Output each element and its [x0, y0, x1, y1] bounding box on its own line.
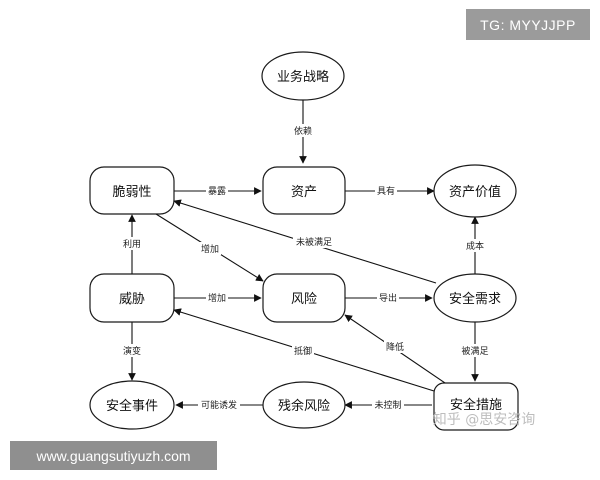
node-security-measures: 安全措施	[433, 382, 519, 431]
node-label-asset-value: 资产价值	[449, 184, 501, 200]
edge-exposes: 暴露	[174, 184, 262, 197]
node-risk: 风险	[262, 273, 346, 323]
node-label-business-strategy: 业务战略	[277, 69, 329, 85]
edge-label-resists: 抵御	[294, 345, 312, 357]
edge-has: 具有	[345, 184, 435, 197]
tag-banner: TG: MYYJJPP	[466, 9, 590, 40]
node-threat: 威胁	[89, 273, 175, 323]
node-label-threat: 威胁	[119, 292, 145, 307]
edge-satisfied: 被满足	[459, 322, 491, 382]
node-label-residual-risk: 残余风险	[278, 398, 330, 414]
edge-increases-vuln: 增加	[155, 213, 264, 282]
node-label-security-incident: 安全事件	[106, 398, 158, 414]
site-url-banner: www.guangsutiyuzh.com	[10, 441, 217, 470]
node-residual-risk: 残余风险	[262, 381, 346, 429]
edge-label-cost: 成本	[466, 240, 484, 252]
edge-label-exploits: 利用	[123, 238, 141, 250]
node-label-security-requirement: 安全需求	[449, 291, 501, 307]
edge-label-uncontrolled: 未控制	[374, 399, 401, 411]
edge-label-evolves: 演变	[123, 345, 141, 357]
edge-label-depends: 依赖	[294, 125, 312, 137]
edge-resists: 抵御	[173, 308, 435, 392]
edge-depends: 依赖	[292, 100, 314, 164]
node-label-security-measures: 安全措施	[450, 397, 502, 413]
edge-label-may-induce: 可能诱发	[201, 399, 237, 411]
edge-label-increases-threat: 增加	[208, 292, 226, 304]
edge-unmet: 未被满足	[173, 199, 437, 284]
edge-evolves: 演变	[121, 322, 143, 381]
watermark: 知乎 @思安咨询	[433, 411, 535, 428]
edge-exploits: 利用	[121, 214, 143, 274]
node-security-incident: 安全事件	[89, 380, 175, 430]
edge-label-derives: 导出	[379, 292, 397, 304]
nodes: 业务战略 脆弱性 资产 资产价值 威胁 风险 安全需求 安全事件	[89, 51, 519, 431]
edge-derives: 导出	[345, 291, 433, 304]
edge-label-has: 具有	[377, 185, 395, 197]
edge-label-satisfied: 被满足	[461, 345, 488, 357]
edge-cost: 成本	[464, 216, 486, 274]
node-vulnerability: 脆弱性	[89, 166, 175, 215]
edge-label-reduces: 降低	[386, 341, 404, 353]
node-label-asset: 资产	[291, 185, 317, 200]
edge-reduces: 降低	[344, 314, 449, 386]
edge-uncontrolled: 未控制	[344, 398, 432, 411]
node-label-risk: 风险	[291, 292, 317, 307]
node-label-vulnerability: 脆弱性	[112, 184, 151, 200]
node-asset-value: 资产价值	[433, 164, 517, 218]
edge-label-unmet: 未被满足	[296, 236, 332, 248]
edges: 依赖 暴露 具有 未被满足 增加 利用	[121, 100, 491, 411]
node-business-strategy: 业务战略	[261, 51, 345, 101]
edge-label-increases-vuln: 增加	[201, 243, 219, 255]
edge-increases-threat: 增加	[174, 291, 262, 304]
edge-may-induce: 可能诱发	[175, 398, 263, 411]
edge-label-exposes: 暴露	[208, 186, 226, 197]
node-asset: 资产	[262, 166, 346, 215]
node-security-requirement: 安全需求	[433, 273, 517, 323]
